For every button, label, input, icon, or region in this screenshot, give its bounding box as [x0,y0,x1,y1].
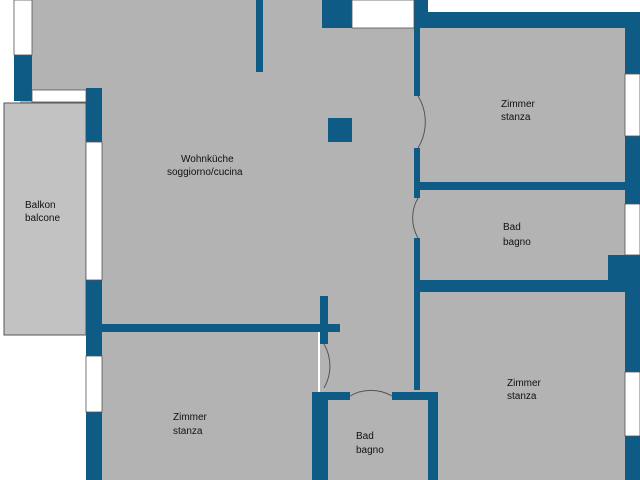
label-bath-right-2: bagno [503,237,531,248]
door-swing-3 [323,343,331,389]
wall-internal-4 [414,300,420,390]
label-room-top-right-2: stanza [501,112,531,123]
floor-room-bottom-right [420,292,625,480]
label-living-1: Wohnküche [181,154,234,165]
wall-right-2 [625,136,640,204]
wall-bath-bottom-right [428,392,438,480]
window-left-balcony [85,141,103,281]
floors [20,0,625,480]
door-swing-2 [412,197,419,239]
label-bath-bottom-1: Bad [356,431,374,442]
wall-left-lower [86,412,102,480]
floor-bath-bottom [328,398,428,480]
label-balcony-2: balcone [25,213,60,224]
door-swing-1 [417,95,426,149]
wall-internal-3 [414,238,420,300]
window-left-lower [85,355,103,413]
column [328,118,352,142]
label-balcony-1: Balkon [25,200,56,211]
wall-top-right [414,12,640,28]
label-bath-bottom-2: bagno [356,445,384,456]
label-room-bottom-left-2: stanza [173,426,203,437]
walls [14,0,640,480]
room-labels: Wohnküche soggiorno/cucina Balkon balcon… [25,99,542,456]
wall-top-stub [256,0,263,72]
door-swings [323,95,426,397]
wall-top-block [322,0,352,28]
wall-living-bottom [100,324,340,332]
label-room-bottom-right-2: stanza [507,391,537,402]
wall-left-mid [86,280,102,356]
wall-bath-bottom-left [312,392,328,480]
wall-internal-1 [414,28,420,96]
wall-right-5 [625,436,640,480]
wall-bath-bottom-top-2 [392,392,438,400]
window-top [351,0,415,29]
wall-room-divider-2 [420,280,625,292]
floor-room-top-right [420,28,625,183]
label-room-top-right-1: Zimmer [501,99,536,110]
window-right-3 [624,371,640,437]
floor-room-bottom-left [100,332,318,480]
wall-room-divider-1 [420,182,625,190]
door-swing-4 [349,389,393,397]
wall-bath-bottom-top-1 [312,392,350,400]
window-left-top [13,0,33,56]
label-bath-right-1: Bad [503,222,521,233]
label-room-bottom-left-1: Zimmer [173,412,208,423]
wall-right-1 [625,12,640,74]
windows [13,0,640,437]
wall-top-right-post [414,0,428,28]
label-room-bottom-right-1: Zimmer [507,378,542,389]
window-balcony-top [31,89,87,103]
wall-left-balcony-upper [86,88,102,142]
window-right-1 [624,73,640,137]
wall-right-4 [625,280,640,372]
wall-left-top [14,55,32,101]
label-living-2: soggiorno/cucina [167,167,243,178]
window-right-2 [624,203,640,256]
floor-corridor [320,290,420,400]
wall-internal-2 [414,148,420,198]
wall-living-post [320,296,328,344]
floor-bath-right [420,190,625,280]
